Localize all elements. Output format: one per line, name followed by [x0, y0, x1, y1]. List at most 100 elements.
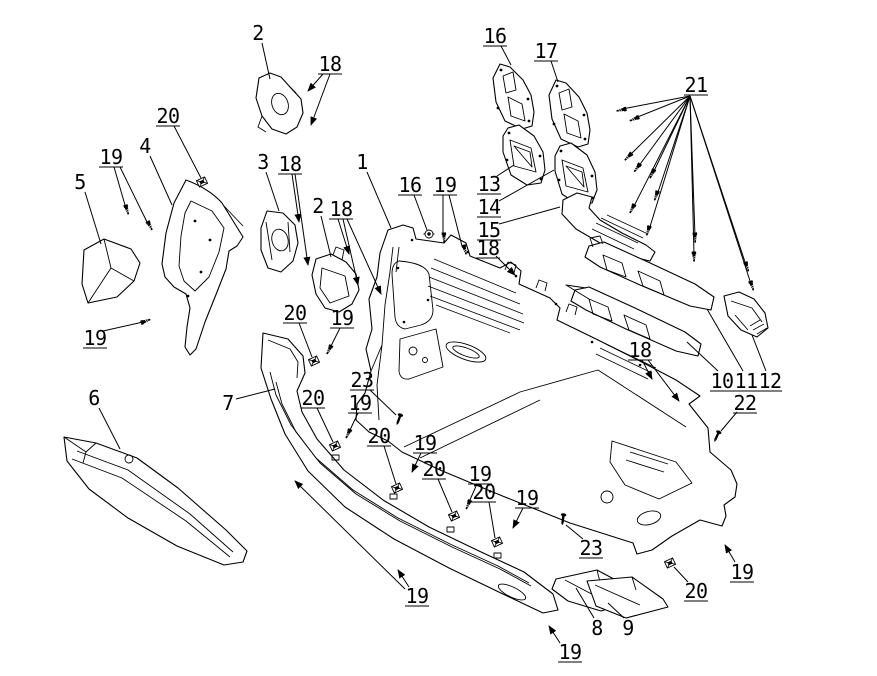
part-5-corner-panel [81, 238, 141, 304]
leader-line-19 [397, 569, 410, 588]
callout-20-28[interactable]: 20 [301, 386, 325, 410]
callout-22-24[interactable]: 22 [733, 391, 757, 415]
callout-10-20[interactable]: 10 [710, 369, 734, 393]
callout-16-13[interactable]: 16 [483, 24, 507, 48]
leader-line-18 [294, 173, 311, 266]
callout-23-36[interactable]: 23 [579, 536, 603, 560]
leader-line-18 [310, 73, 331, 126]
callout-19-43[interactable]: 19 [83, 326, 107, 350]
callout-number: 2 [312, 194, 324, 218]
callout-13-15[interactable]: 13 [477, 172, 501, 196]
leader-line-19 [349, 412, 359, 431]
callout-15-17[interactable]: 15 [477, 218, 501, 242]
callout-19-4[interactable]: 19 [99, 145, 123, 169]
callout-18-18[interactable]: 18 [476, 236, 500, 260]
leader-line-21 [648, 95, 691, 231]
leader-line-6 [98, 407, 121, 450]
callout-19-39[interactable]: 19 [730, 560, 754, 584]
callout-20-2[interactable]: 20 [156, 104, 180, 128]
leader-line-20 [316, 407, 334, 443]
callout-11-21[interactable]: 11 [734, 369, 758, 393]
part-3-bracket [260, 210, 299, 273]
leader-line-19 [113, 166, 126, 206]
leader-line-19 [119, 166, 148, 223]
callout-23-25[interactable]: 23 [350, 368, 374, 392]
callout-7-45[interactable]: 7 [222, 391, 234, 415]
callout-number: 19 [330, 306, 353, 330]
leader-line-16 [413, 194, 428, 231]
leader-line-18 [291, 173, 302, 223]
callout-number: 17 [534, 39, 557, 63]
callout-19-27[interactable]: 19 [330, 306, 354, 330]
callout-number: 18 [278, 152, 301, 176]
callout-number: 5 [74, 170, 86, 194]
callout-5-5[interactable]: 5 [74, 170, 86, 194]
callout-19-29[interactable]: 19 [348, 391, 372, 415]
leader-line-8 [575, 587, 595, 619]
callout-number: 19 [83, 326, 106, 350]
callout-18-7[interactable]: 18 [278, 152, 302, 176]
callout-number: 22 [733, 391, 756, 415]
leader-line-2 [261, 42, 271, 80]
callout-19-37[interactable]: 19 [405, 584, 429, 608]
part-17-vent-plate [548, 79, 591, 148]
callout-17-14[interactable]: 17 [534, 39, 558, 63]
leader-line-21 [632, 95, 691, 209]
leader-line-20 [298, 322, 313, 358]
nut-fastener-glyph [423, 229, 435, 239]
callout-8-41[interactable]: 8 [591, 616, 603, 640]
leader-line-21 [689, 95, 695, 256]
screw-fastener-glyph [139, 317, 152, 326]
callout-19-35[interactable]: 19 [515, 486, 539, 510]
callout-number: 18 [318, 52, 341, 76]
callout-16-11[interactable]: 16 [398, 173, 422, 197]
leader-line-19 [330, 327, 341, 347]
callout-12-22[interactable]: 12 [758, 369, 782, 393]
callout-number: 19 [433, 173, 456, 197]
callout-20-34[interactable]: 20 [472, 480, 496, 504]
leader-line-19 [102, 321, 144, 332]
callout-number: 19 [730, 560, 753, 584]
callout-18-1[interactable]: 18 [318, 52, 342, 76]
callout-2-8[interactable]: 2 [312, 194, 324, 218]
leader-line-19 [294, 480, 406, 590]
leader-line-19 [512, 507, 524, 529]
callout-20-30[interactable]: 20 [367, 424, 391, 448]
screw-fastener-glyph [463, 498, 473, 511]
callout-20-26[interactable]: 20 [283, 301, 307, 325]
leader-line-4 [149, 155, 173, 206]
part-6-sill-panel [63, 436, 248, 566]
leader-line-21 [628, 95, 691, 157]
callout-19-31[interactable]: 19 [413, 431, 437, 455]
callout-number: 19 [99, 145, 122, 169]
callout-20-32[interactable]: 20 [422, 457, 446, 481]
clip-fastener-glyph [307, 355, 321, 367]
callout-1-10[interactable]: 1 [356, 150, 368, 174]
callout-number: 20 [472, 480, 495, 504]
leader-line-5 [84, 191, 102, 245]
callout-19-33[interactable]: 19 [468, 462, 492, 486]
callout-4-3[interactable]: 4 [139, 134, 152, 158]
callout-2-0[interactable]: 2 [252, 21, 264, 45]
callout-3-6[interactable]: 3 [257, 150, 269, 174]
leader-line-11 [706, 308, 744, 372]
callout-18-23[interactable]: 18 [628, 338, 652, 362]
callout-21-19[interactable]: 21 [684, 73, 708, 97]
leader-line-19 [548, 625, 561, 644]
callout-9-42[interactable]: 9 [622, 616, 634, 640]
callout-19-38[interactable]: 19 [558, 640, 582, 664]
leader-line-19 [468, 483, 478, 503]
clip-fastener-glyph [328, 440, 342, 452]
callout-6-44[interactable]: 6 [88, 386, 100, 410]
part-10-louver-panel [565, 284, 702, 357]
callout-18-9[interactable]: 18 [329, 197, 353, 221]
callout-number: 19 [413, 431, 436, 455]
callout-20-40[interactable]: 20 [684, 579, 708, 603]
callout-number: 20 [156, 104, 179, 128]
callout-number: 1 [356, 150, 368, 174]
callout-14-16[interactable]: 14 [477, 195, 501, 219]
leader-line-14 [498, 169, 555, 202]
callout-19-12[interactable]: 19 [433, 173, 457, 197]
